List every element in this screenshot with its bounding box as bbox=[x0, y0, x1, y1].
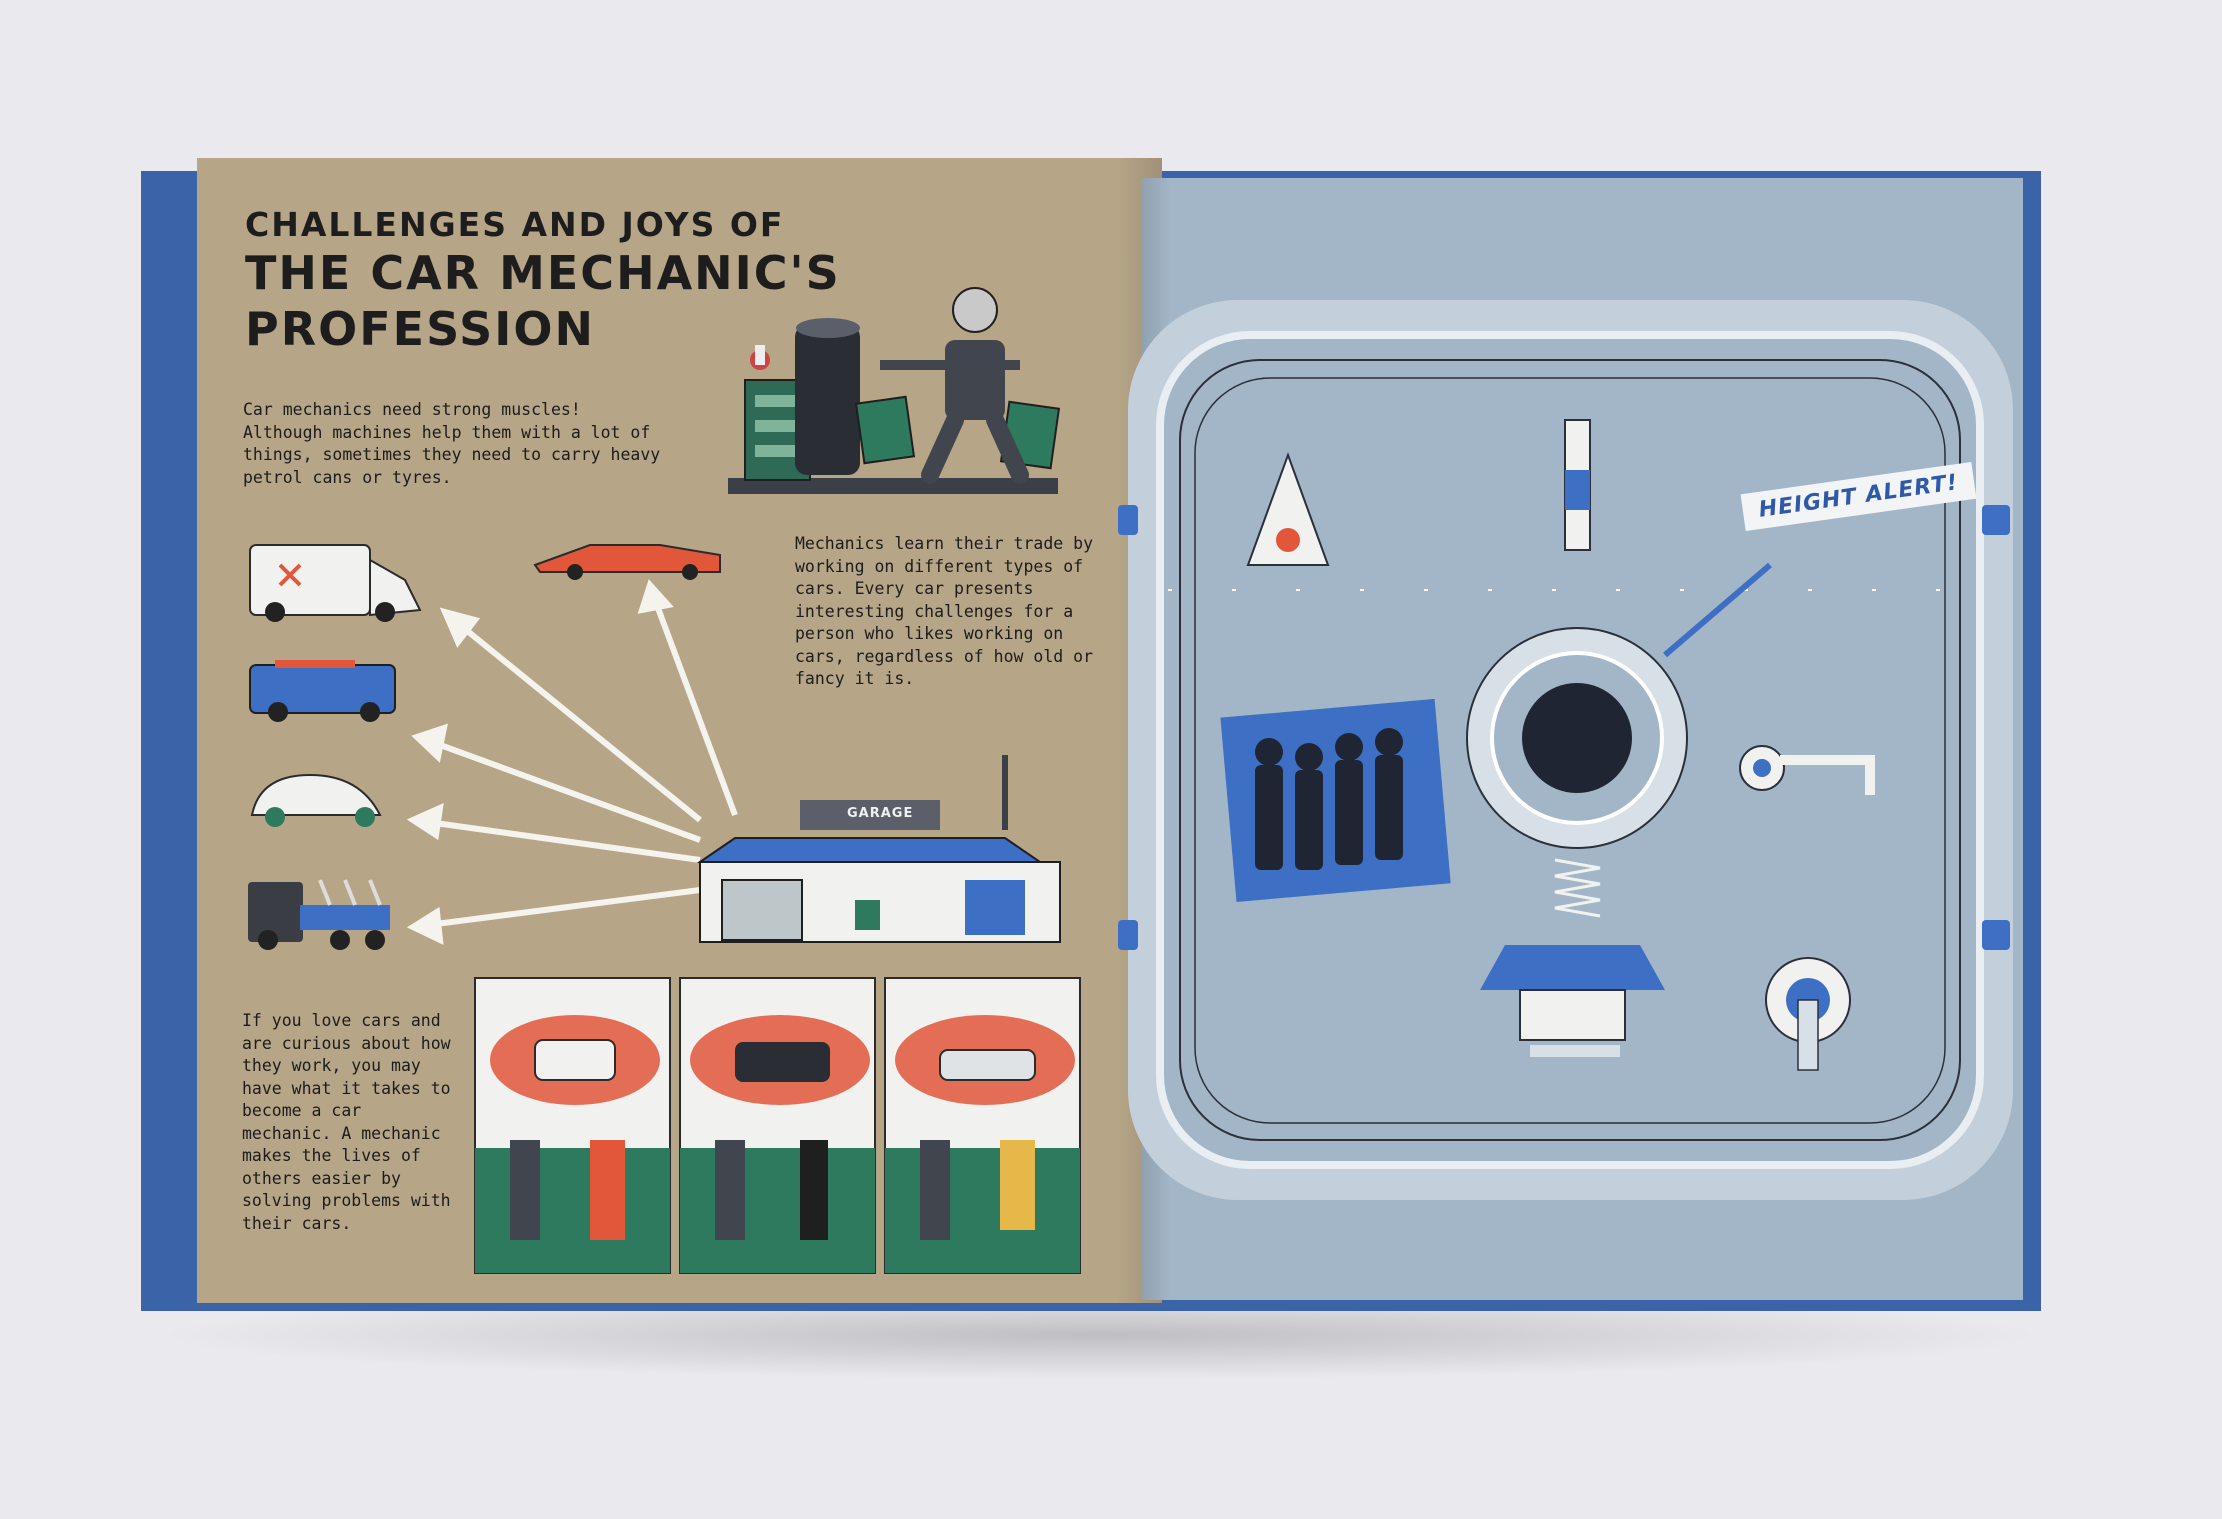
panel-2 bbox=[679, 977, 876, 1274]
heading-line-3: PROFESSION bbox=[245, 302, 595, 356]
arrows bbox=[406, 579, 738, 946]
hanging-tool-illustration bbox=[1564, 419, 1591, 551]
panel-1 bbox=[474, 977, 671, 1274]
page-heading: CHALLENGES AND JOYS OF THE CAR MECHANIC'… bbox=[245, 205, 841, 357]
paragraph-love-cars: If you love cars and are curious about h… bbox=[242, 1011, 451, 1233]
beetle-car-illustration bbox=[250, 773, 382, 827]
heading-line-1: CHALLENGES AND JOYS OF bbox=[245, 205, 785, 244]
warning-triangle-icon bbox=[1246, 452, 1330, 566]
garage-building-illustration bbox=[696, 755, 1061, 943]
comic-panels bbox=[474, 977, 1081, 1274]
heading-line-2: THE CAR MECHANIC'S bbox=[245, 246, 841, 300]
paragraph-muscles: Car mechanics need strong muscles! Altho… bbox=[243, 400, 661, 487]
door-hinges bbox=[1118, 505, 2010, 950]
garage-sign: GARAGE bbox=[847, 806, 914, 821]
spring-illustration bbox=[1554, 858, 1601, 918]
camper-van-illustration bbox=[249, 544, 422, 622]
robot-arm-illustration bbox=[1739, 745, 1875, 795]
paragraph-trade: Mechanics learn their trade by working o… bbox=[795, 534, 1094, 688]
group-photo bbox=[1220, 698, 1451, 902]
panel-3 bbox=[884, 977, 1081, 1274]
gauge-icon bbox=[1765, 957, 1851, 1071]
porthole bbox=[1466, 562, 1772, 849]
sports-car-illustration bbox=[533, 544, 721, 580]
truck-illustration bbox=[248, 879, 390, 950]
mechanic-carrying-cans-illustration bbox=[728, 287, 1061, 494]
suv-illustration bbox=[249, 660, 396, 722]
lift-platform bbox=[1480, 945, 1665, 1057]
